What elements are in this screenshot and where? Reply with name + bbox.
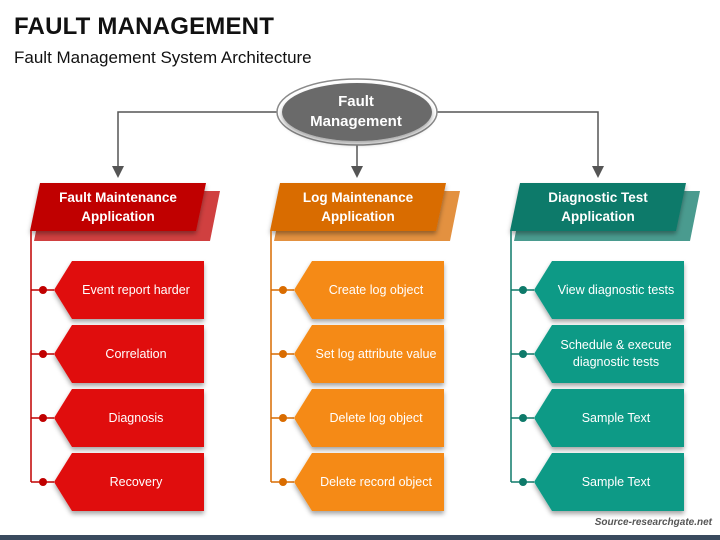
column-2-item-2-shape — [294, 325, 444, 383]
column-3-header-line2: Application — [561, 209, 635, 224]
column-1-item-2-label: Correlation — [105, 346, 167, 361]
column-3-header-line1: Diagnostic Test — [548, 190, 648, 205]
column-3-item-1-dot — [519, 286, 527, 294]
column-3-item-2-shape — [534, 325, 684, 383]
column-2-item-1-label: Create log object — [328, 282, 424, 297]
column-3-item-4-shape — [534, 453, 684, 511]
column-3-item-2-label: Schedule & execute diagnostic tests — [560, 338, 672, 369]
connector-line-left — [112, 111, 279, 178]
column-2-item-4-shape — [294, 453, 444, 511]
root-node — [282, 83, 432, 141]
column-3-item-2-dot — [519, 350, 527, 358]
page-title: FAULT MANAGEMENT — [14, 13, 275, 40]
connector-line-right — [435, 111, 604, 178]
column-1-item-1-dot — [39, 286, 47, 294]
column-2-item-3-shape — [294, 389, 444, 447]
column-2-item-4-dot — [279, 478, 287, 486]
source-credit: Source-researchgate.net — [594, 517, 712, 528]
column-1-item-4-dot — [39, 478, 47, 486]
column-3-item-3-dot — [519, 414, 527, 422]
column-3-item-4-label: Sample Text — [581, 474, 651, 489]
column-3-item-3-label: Sample Text — [581, 410, 651, 425]
column-1-item-2-shape — [54, 325, 204, 383]
column-2-item-2-dot — [279, 350, 287, 358]
column-3-item-1-label: View diagnostic tests — [557, 282, 675, 297]
column-3-item-3-shape — [534, 389, 684, 447]
page-subtitle: Fault Management System Architecture — [14, 48, 312, 67]
column-2-item-3-label: Delete log object — [329, 410, 423, 425]
column-3-header-shape — [510, 183, 686, 231]
column-2-item-1-dot — [279, 286, 287, 294]
column-1-item-4-label: Recovery — [109, 474, 163, 489]
column-2-item-4-label: Delete record object — [320, 474, 432, 489]
column-2-header-line1: Log Maintenance — [302, 190, 414, 205]
column-3-item-1-shape — [534, 261, 684, 319]
column-1-item-2-dot — [39, 350, 47, 358]
column-2-header-line2: Application — [321, 209, 395, 224]
column-1-item-1-label: Event report harder — [82, 282, 190, 297]
column-2-header-shape — [270, 183, 446, 231]
column-1-item-3-shape — [54, 389, 204, 447]
column-1-item-3-dot — [39, 414, 47, 422]
column-1-item-3-label: Diagnosis — [108, 410, 164, 425]
column-1-header-line2: Application — [81, 209, 155, 224]
column-1-header-line1: Fault Maintenance — [59, 190, 177, 205]
column-2-item-1-shape — [294, 261, 444, 319]
column-3-item-4-dot — [519, 478, 527, 486]
column-1-header-shape — [30, 183, 206, 231]
column-2-item-3-dot — [279, 414, 287, 422]
column-1-item-4-shape — [54, 453, 204, 511]
column-1-item-1-shape — [54, 261, 204, 319]
footer-bar — [0, 535, 720, 540]
column-2-item-2-label: Set log attribute value — [315, 346, 437, 361]
